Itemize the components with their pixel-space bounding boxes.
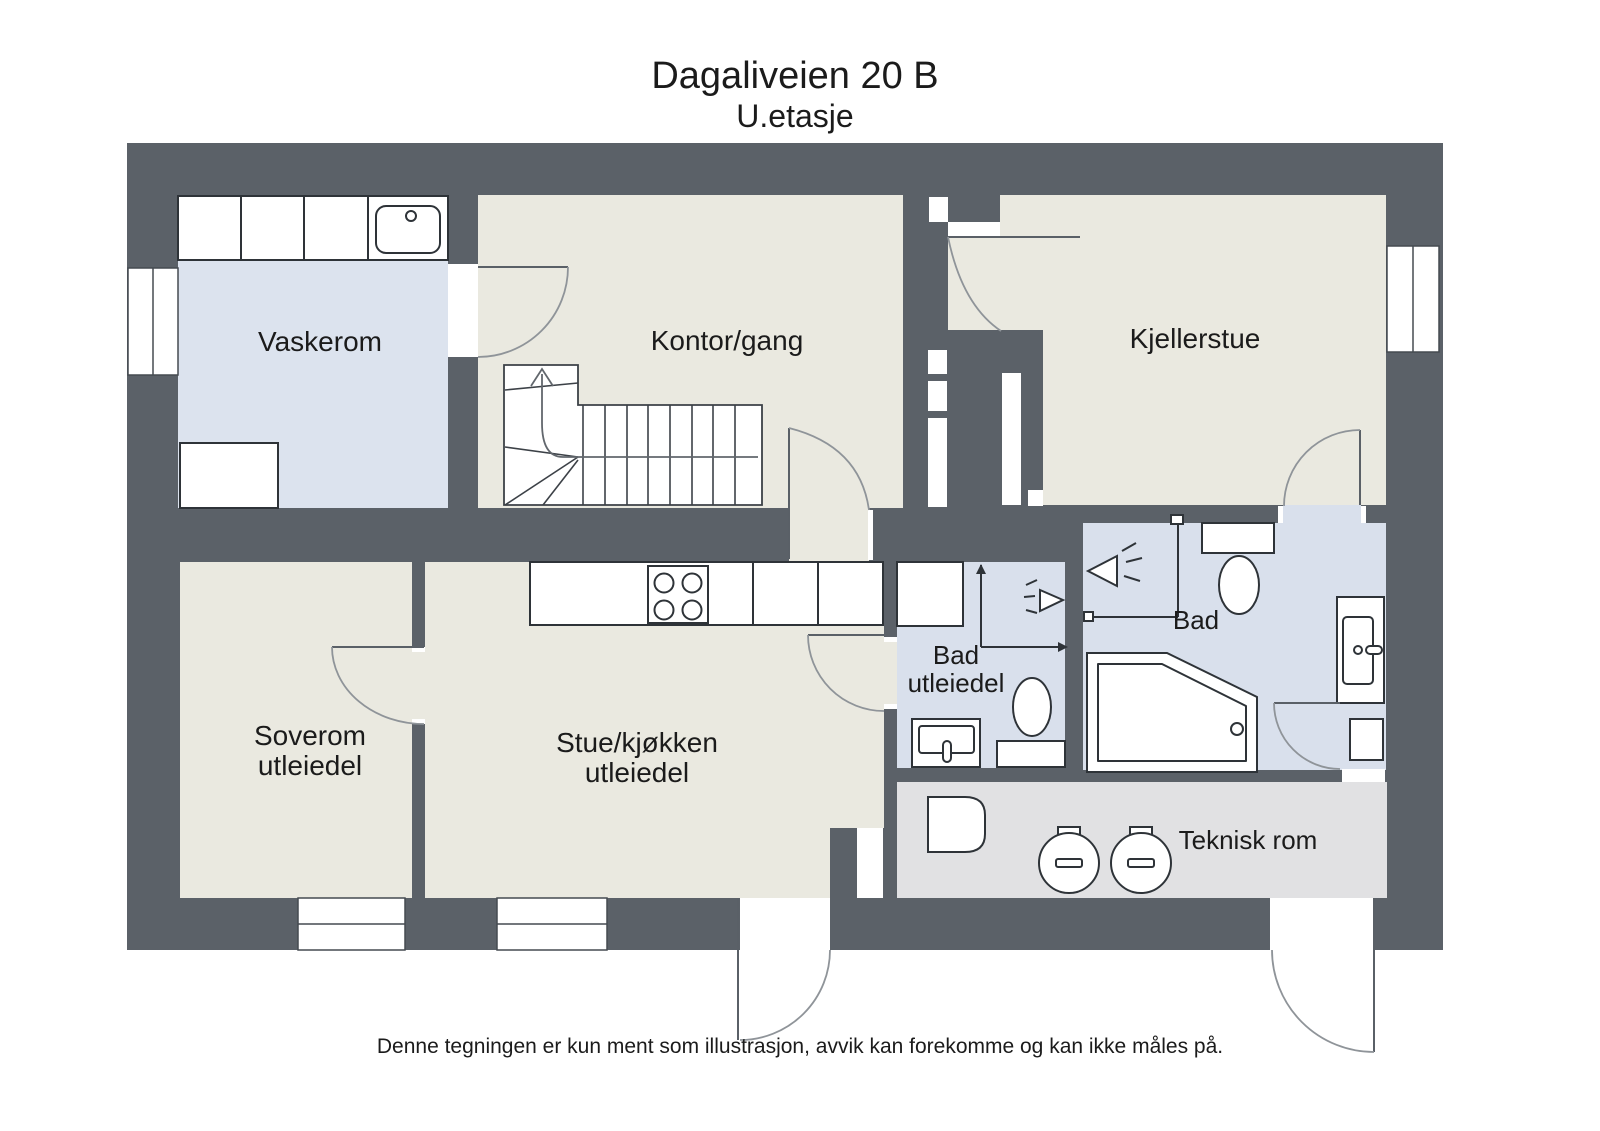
appliance xyxy=(927,796,986,853)
label-teknisk-rom: Teknisk rom xyxy=(1179,825,1318,855)
bad-teknisk-door-opening xyxy=(1342,769,1385,782)
vaskerom-fixtures xyxy=(177,195,449,509)
footer-disclaimer: Denne tegningen er kun ment som illustra… xyxy=(377,1035,1223,1058)
stair-treads xyxy=(504,382,736,506)
label-vaskerom: Vaskerom xyxy=(258,326,382,357)
kitchen-fixtures xyxy=(529,561,884,626)
stue-wall-opening xyxy=(857,828,883,898)
faucet-icon xyxy=(1353,645,1363,655)
swing-arrow-icon xyxy=(976,564,986,574)
glass-handle xyxy=(1170,514,1184,525)
faucet-icon xyxy=(942,740,952,763)
door-swing-arc xyxy=(947,236,1002,332)
teknisk-fixtures xyxy=(927,796,1172,894)
laundry-machine xyxy=(240,195,305,261)
stair-walking-line xyxy=(541,374,758,458)
laundry-machine xyxy=(177,195,242,261)
toilet-tank-icon xyxy=(1201,522,1275,554)
door-swing-arc xyxy=(807,634,885,712)
windows xyxy=(127,245,1440,951)
burner-icon xyxy=(681,599,703,621)
glass-handle xyxy=(1083,611,1094,622)
laundry-counter xyxy=(303,195,369,261)
room-labels: Vaskerom Kontor/gang Kjellerstue Soverom… xyxy=(254,323,1317,855)
sink-basin-icon xyxy=(375,205,441,254)
appliance xyxy=(179,442,279,509)
wall-niche xyxy=(1028,490,1043,506)
wall-niche xyxy=(928,418,947,507)
appliance xyxy=(1349,718,1384,761)
door-swing-arc xyxy=(1271,949,1375,1053)
vaskerom-door-opening xyxy=(448,264,478,357)
wall-niche xyxy=(1002,373,1021,505)
doors xyxy=(331,236,1375,1053)
wall-niche xyxy=(928,350,947,374)
water-heater-slot xyxy=(1055,858,1083,868)
room-kjellerstue-floor xyxy=(1000,195,1386,505)
door-jamb xyxy=(884,637,897,642)
toilet-bowl-icon xyxy=(1218,555,1260,615)
bad-fixtures xyxy=(1083,514,1385,773)
badu-doorway-floor xyxy=(884,637,897,709)
label-bad: Bad xyxy=(1173,605,1219,635)
door-jamb xyxy=(868,510,873,560)
label-stue-kjokken-line2: utleiedel xyxy=(585,757,689,788)
wall-openings xyxy=(412,197,1385,950)
drain-icon xyxy=(1230,722,1244,736)
burner-icon xyxy=(653,572,675,594)
bad-doorway-floor xyxy=(1283,505,1361,523)
door-jamb xyxy=(884,704,897,709)
page-subtitle: U.etasje xyxy=(736,98,853,134)
burner-icon xyxy=(653,599,675,621)
label-kjellerstue: Kjellerstue xyxy=(1130,323,1261,354)
chimney-wall xyxy=(907,330,1043,507)
bathtub-inner xyxy=(1097,663,1247,762)
door-swing-arc xyxy=(788,427,870,511)
shower-head-icon xyxy=(1039,588,1066,613)
label-bad-utleiedel-line2: utleiedel xyxy=(908,668,1005,698)
label-soverom-line1: Soverom xyxy=(254,720,366,751)
door-swing-arc xyxy=(1273,702,1341,770)
shower-base xyxy=(896,561,964,627)
kontor-stue-doorway-floor xyxy=(789,508,869,562)
burner-icon xyxy=(681,572,703,594)
water-heater-slot xyxy=(1127,858,1155,868)
stair-direction-arrow-icon xyxy=(530,367,554,387)
room-soverom-floor xyxy=(180,562,412,898)
teknisk-entrance-opening xyxy=(1270,898,1375,950)
faucet-handle-icon xyxy=(1365,645,1383,655)
door-swing-arc xyxy=(477,266,569,358)
door-jamb xyxy=(1361,506,1366,523)
shower-head-icon xyxy=(1085,554,1118,588)
wall-niche xyxy=(929,197,948,222)
bathtub-icon xyxy=(1086,652,1258,773)
label-kontor-gang: Kontor/gang xyxy=(651,325,804,356)
kjellerstue-entry-floor xyxy=(948,238,1000,330)
door-jamb xyxy=(412,719,425,724)
main-entrance-opening xyxy=(740,898,830,950)
kjellerstue-door-opening xyxy=(948,222,1000,238)
door-jamb xyxy=(412,647,425,652)
page-title: Dagaliveien 20 B xyxy=(651,55,938,97)
faucet-icon xyxy=(405,210,417,222)
label-stue-kjokken-line1: Stue/kjøkken xyxy=(556,727,718,758)
label-soverom-line2: utleiedel xyxy=(258,750,362,781)
toilet-bowl-icon xyxy=(1012,677,1052,737)
soverom-doorway-floor xyxy=(412,647,425,724)
swing-arrow-icon xyxy=(1058,642,1068,652)
bad-utleiedel-fixtures xyxy=(896,561,1068,768)
wall-niche xyxy=(928,381,947,411)
label-bad-utleiedel-line1: Bad xyxy=(933,640,979,670)
toilet-tank-icon xyxy=(996,740,1066,768)
staircase xyxy=(503,364,763,506)
door-swing-arc xyxy=(331,646,425,725)
door-swing-arc xyxy=(739,949,831,1041)
door-jamb xyxy=(1278,506,1283,523)
door-swing-arc xyxy=(1283,429,1361,507)
